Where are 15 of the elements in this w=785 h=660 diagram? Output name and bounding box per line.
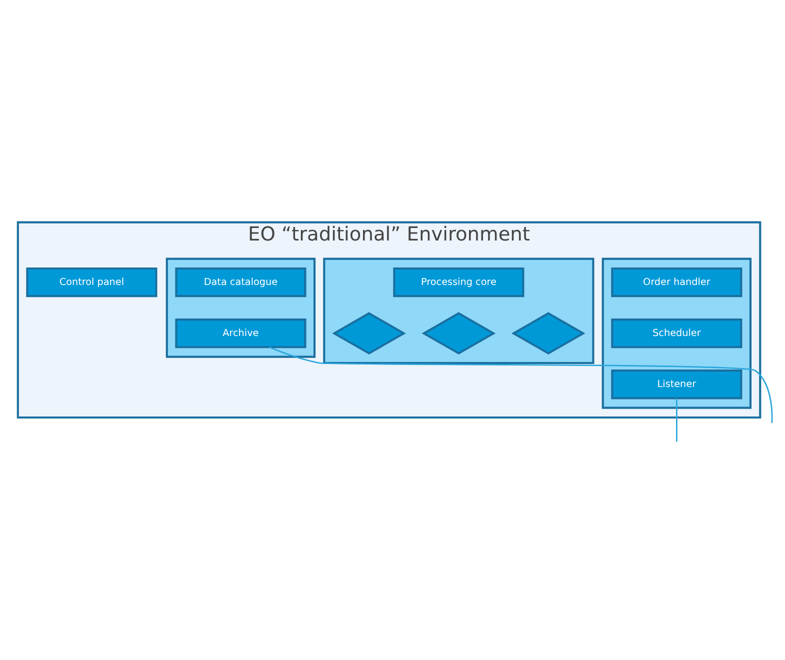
node-box: Listener	[611, 370, 742, 400]
connector	[268, 346, 773, 423]
node-box: Order handler	[611, 267, 742, 298]
cluster	[602, 258, 752, 409]
cluster	[323, 258, 594, 364]
node-box: Data catalogue	[175, 267, 306, 298]
node-box: Processing core	[393, 267, 524, 298]
node-diamond	[422, 312, 496, 355]
node-diamond	[332, 312, 406, 355]
connector	[676, 398, 678, 442]
node-box: Control panel	[26, 267, 158, 298]
node-diamond	[511, 312, 586, 355]
cluster	[166, 258, 316, 358]
node-box: Archive	[175, 318, 306, 348]
node-box: Scheduler	[611, 318, 742, 348]
